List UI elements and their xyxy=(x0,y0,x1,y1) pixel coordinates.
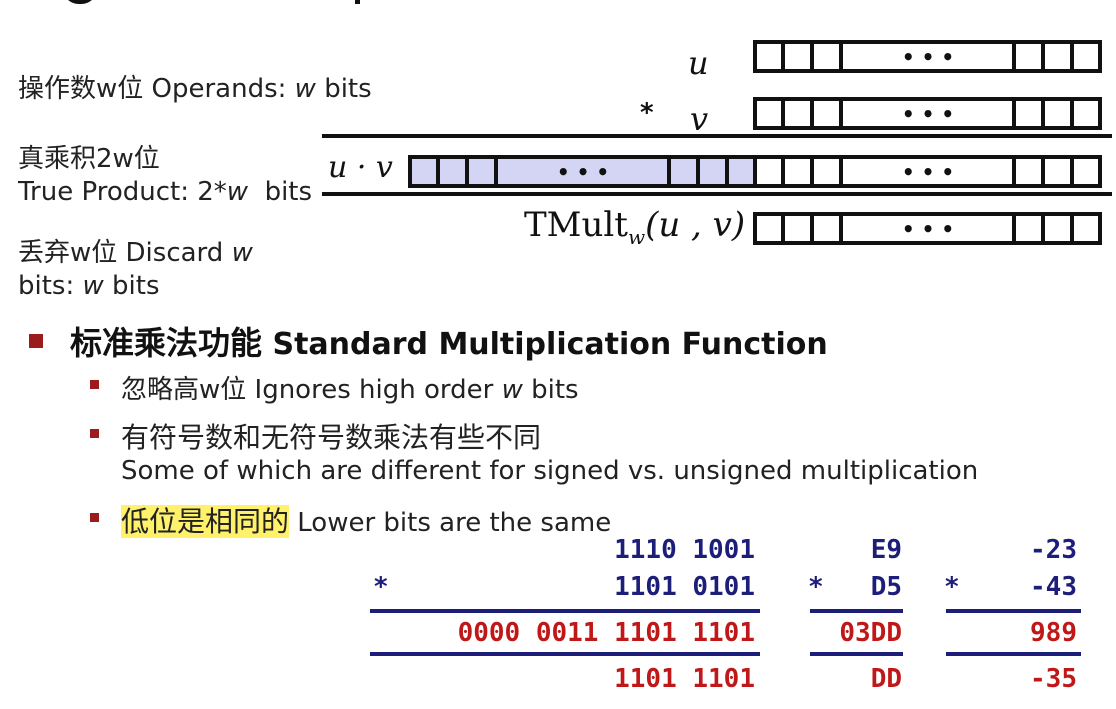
sub-bullet xyxy=(90,513,99,522)
tmult-bit-vector: • • • xyxy=(753,212,1102,245)
bullet-signed-unsigned-en: Some of which are different for signed v… xyxy=(121,456,979,486)
binary-times: * xyxy=(373,572,389,602)
hex-rule-2 xyxy=(810,652,903,656)
v-label: v xyxy=(690,100,709,138)
clipped-page-title xyxy=(0,0,420,6)
binary-operand-b: 1101 0101 xyxy=(614,572,755,602)
times-symbol: * xyxy=(640,98,654,128)
decimal-truncated-product: -35 xyxy=(1030,664,1077,694)
true-product-label-cn: 真乘积2w位 xyxy=(18,144,160,174)
section-title: 标准乘法功能 Standard Multiplication Function xyxy=(70,324,828,362)
discard-label: 丢弃w位 Discard w xyxy=(18,238,253,268)
decimal-rule xyxy=(946,609,1081,613)
product-bit-vector: • • • • • • xyxy=(408,155,1102,188)
highlighted-text: 低位是相同的 xyxy=(121,505,290,538)
decimal-operand-b: -43 xyxy=(1030,572,1077,602)
bullet-lower-bits-same: 低位是相同的 Lower bits are the same xyxy=(121,505,612,538)
discard-label-line2: bits: w bits xyxy=(18,271,160,301)
bit-vector-diagram: • • • • • • • • • • • • xyxy=(322,40,1112,245)
binary-operand-a: 1110 1001 xyxy=(614,535,755,565)
product-label: u · v xyxy=(328,150,393,185)
operands-label: 操作数w位 Operands: w bits xyxy=(18,74,372,104)
u-label: u xyxy=(688,44,709,82)
decimal-times: * xyxy=(944,572,960,602)
bullet-signed-unsigned-cn: 有符号数和无符号数乘法有些不同 xyxy=(121,421,542,454)
v-ellipsis: • • • xyxy=(902,102,954,126)
title-glyph-fragment xyxy=(355,0,360,4)
decimal-operand-a: -23 xyxy=(1030,535,1077,565)
decimal-rule-2 xyxy=(946,652,1081,656)
u-bit-vector: • • • xyxy=(753,40,1102,73)
hex-rule xyxy=(810,609,903,613)
section-bullet xyxy=(29,334,43,348)
product-high-ellipsis: • • • xyxy=(557,160,609,184)
bullet-ignores-high-bits: 忽略高w位 Ignores high order w bits xyxy=(121,375,579,405)
u-ellipsis: • • • xyxy=(902,45,954,69)
v-bit-vector: • • • xyxy=(753,97,1102,130)
binary-rule xyxy=(370,609,760,613)
hex-operand-a: E9 xyxy=(870,535,902,565)
sub-bullet xyxy=(90,380,99,389)
hex-times: * xyxy=(808,572,824,602)
binary-rule-2 xyxy=(370,652,760,656)
binary-full-product: 0000 0011 1101 1101 xyxy=(457,618,755,648)
true-product-label-en: True Product: 2*w bits xyxy=(18,177,313,207)
product-low-ellipsis: • • • xyxy=(902,160,954,184)
sub-bullet xyxy=(90,429,99,438)
hex-full-product: 03DD xyxy=(839,618,902,648)
decimal-full-product: 989 xyxy=(1030,618,1077,648)
tmult-ellipsis: • • • xyxy=(902,217,954,241)
hex-truncated-product: DD xyxy=(870,664,902,694)
tmult-label: TMultw(u , v) xyxy=(524,205,746,249)
binary-truncated-product: 1101 1101 xyxy=(614,664,755,694)
hex-operand-b: D5 xyxy=(870,572,902,602)
